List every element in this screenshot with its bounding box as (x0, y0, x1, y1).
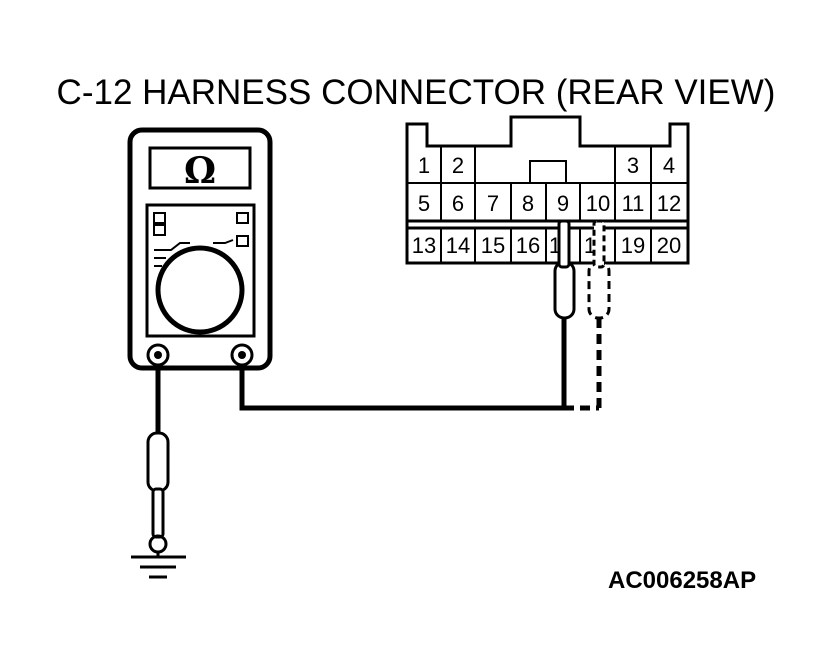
figure-code: AC006258AP (608, 567, 756, 594)
ohmmeter: Ω (127, 127, 273, 371)
meter-panel (145, 203, 256, 338)
test-lead-positive (239, 365, 566, 411)
test-lead-ground (146, 365, 170, 539)
harness-connector: 1 2 3 4 5 6 7 8 9 10 11 12 13 14 15 16 1… (405, 115, 690, 265)
diagram-title: C-12 HARNESS CONNECTOR (REAR VIEW) (57, 73, 776, 112)
test-probe-dashed (564, 219, 611, 411)
meter-display (148, 146, 252, 190)
test-probe-solid (553, 219, 576, 408)
ground-symbol-icon (131, 534, 186, 579)
pin-label: 12 (657, 191, 681, 216)
pin-label: 3 (627, 153, 639, 178)
connector-outline (405, 115, 690, 265)
rotary-dial-icon (155, 245, 245, 335)
range-indicator-right-bottom (236, 235, 249, 247)
dial-scale-mark (213, 239, 234, 244)
range-indicator-left-top (153, 212, 166, 224)
pin-label: 1 (418, 153, 430, 178)
pin-label: 8 (522, 191, 534, 216)
pin-label: 5 (418, 191, 430, 216)
pin-label: 19 (621, 233, 645, 258)
range-indicator-left-bottom (153, 224, 166, 236)
com-terminal-center (154, 351, 162, 359)
range-indicator-right-top (236, 212, 249, 224)
pin-label: 20 (657, 233, 681, 258)
pin-label: 13 (412, 233, 436, 258)
pin-label: 7 (487, 191, 499, 216)
pin-label: 4 (663, 153, 675, 178)
ohm-terminal-center (238, 351, 246, 359)
connector-lock-tab (529, 160, 567, 183)
pin-label: 9 (557, 191, 569, 216)
pin-label: 6 (452, 191, 464, 216)
pin-label: 10 (586, 191, 610, 216)
pin-label: 14 (446, 233, 470, 258)
pin-label: 11 (622, 191, 645, 216)
pin-label: 2 (452, 153, 464, 178)
meter-body (127, 127, 273, 371)
ohm-symbol: Ω (184, 150, 216, 192)
pin-label: 16 (516, 233, 540, 258)
pin-label: 15 (481, 233, 505, 258)
dial-scale-mark (154, 242, 190, 251)
